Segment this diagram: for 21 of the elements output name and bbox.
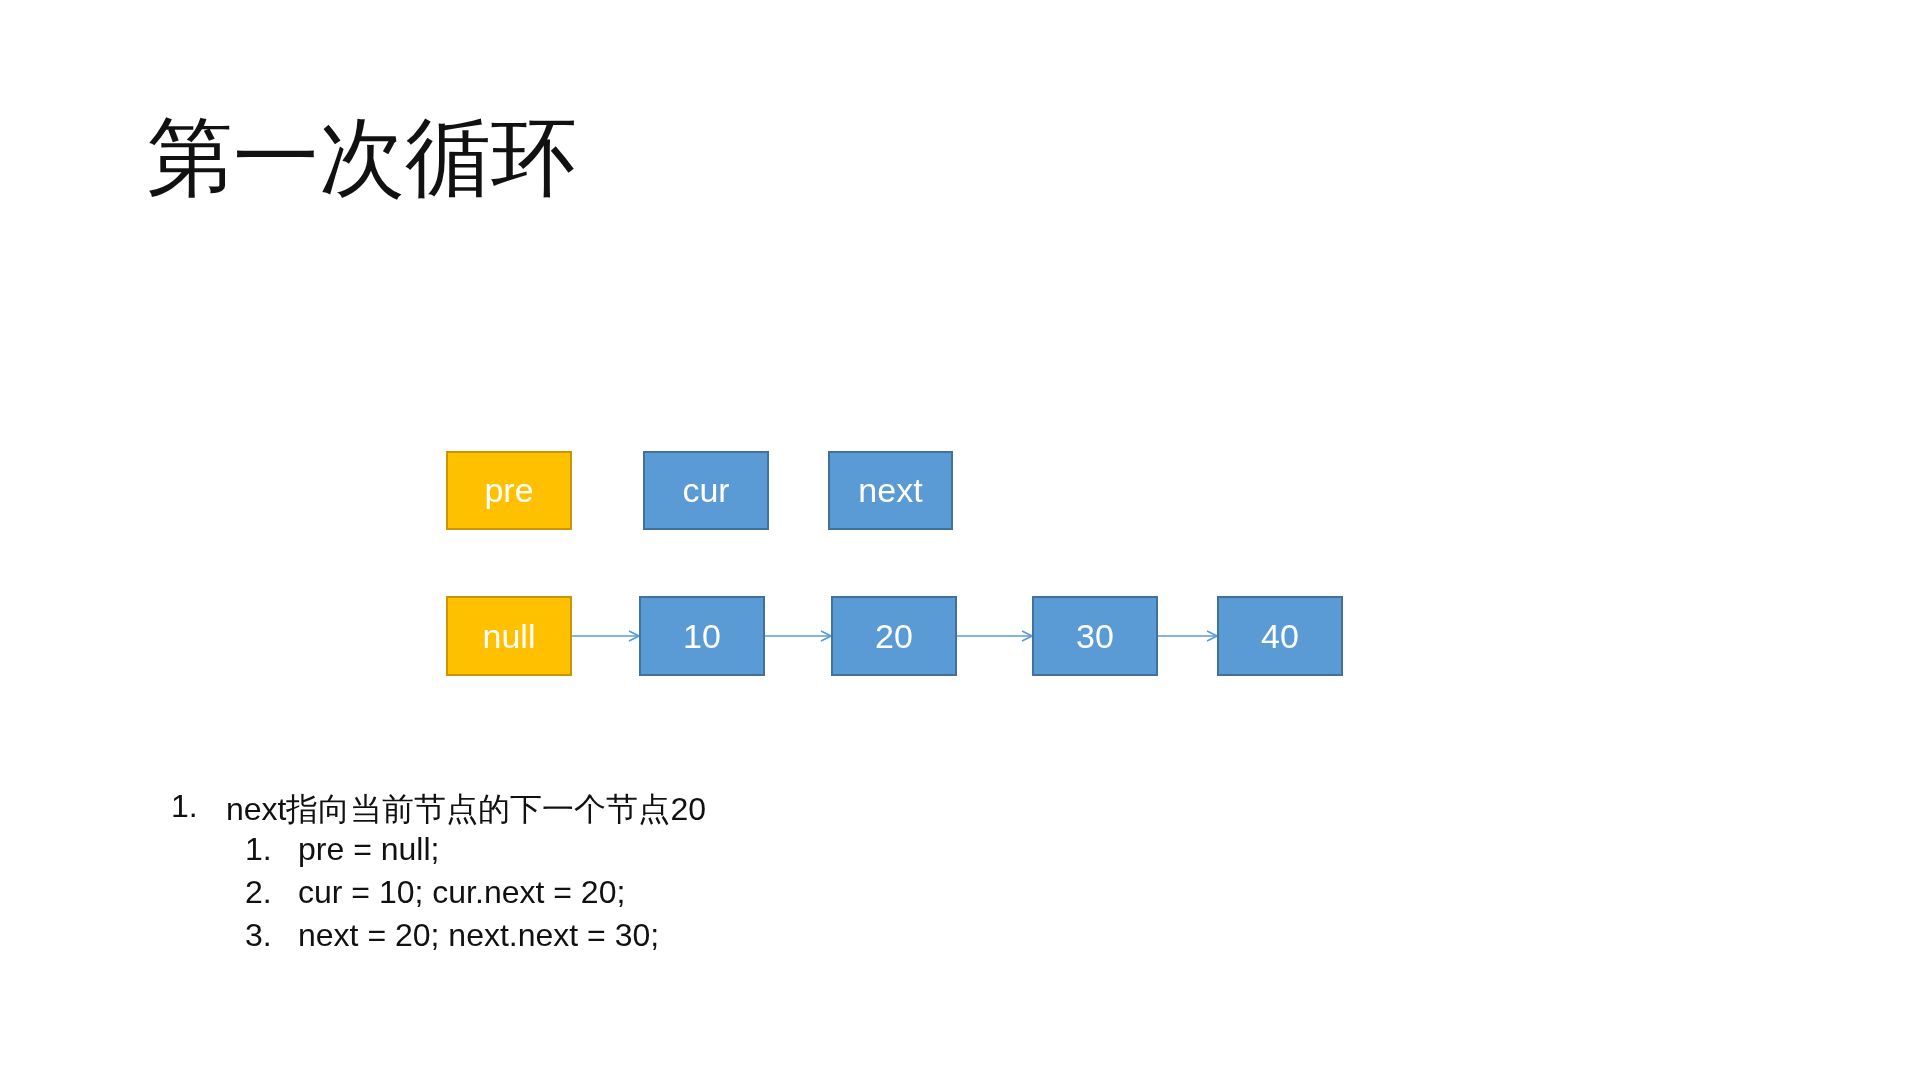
list-item: pre = null;	[298, 831, 440, 868]
list-node-box: 10	[639, 596, 765, 676]
list-node-box: cur	[643, 451, 769, 530]
list-item: cur = 10; cur.next = 20;	[298, 874, 626, 911]
list-number: 1.	[171, 788, 198, 825]
arrow	[1157, 630, 1218, 642]
list-number: 2.	[245, 874, 272, 911]
arrow	[956, 630, 1033, 642]
list-node-box: null	[446, 596, 572, 676]
list-number: 3.	[245, 917, 272, 954]
list-item: next = 20; next.next = 30;	[298, 917, 660, 954]
list-node-box: pre	[446, 451, 572, 530]
list-node-box: next	[828, 451, 953, 530]
arrow	[764, 630, 832, 642]
list-number: 1.	[245, 831, 272, 868]
list-node-box: 20	[831, 596, 957, 676]
slide-title: 第一次循环	[147, 109, 577, 208]
list-node-box: 40	[1217, 596, 1343, 676]
list-item: next指向当前节点的下一个节点20	[226, 790, 707, 829]
arrow	[571, 630, 640, 642]
list-node-box: 30	[1032, 596, 1158, 676]
